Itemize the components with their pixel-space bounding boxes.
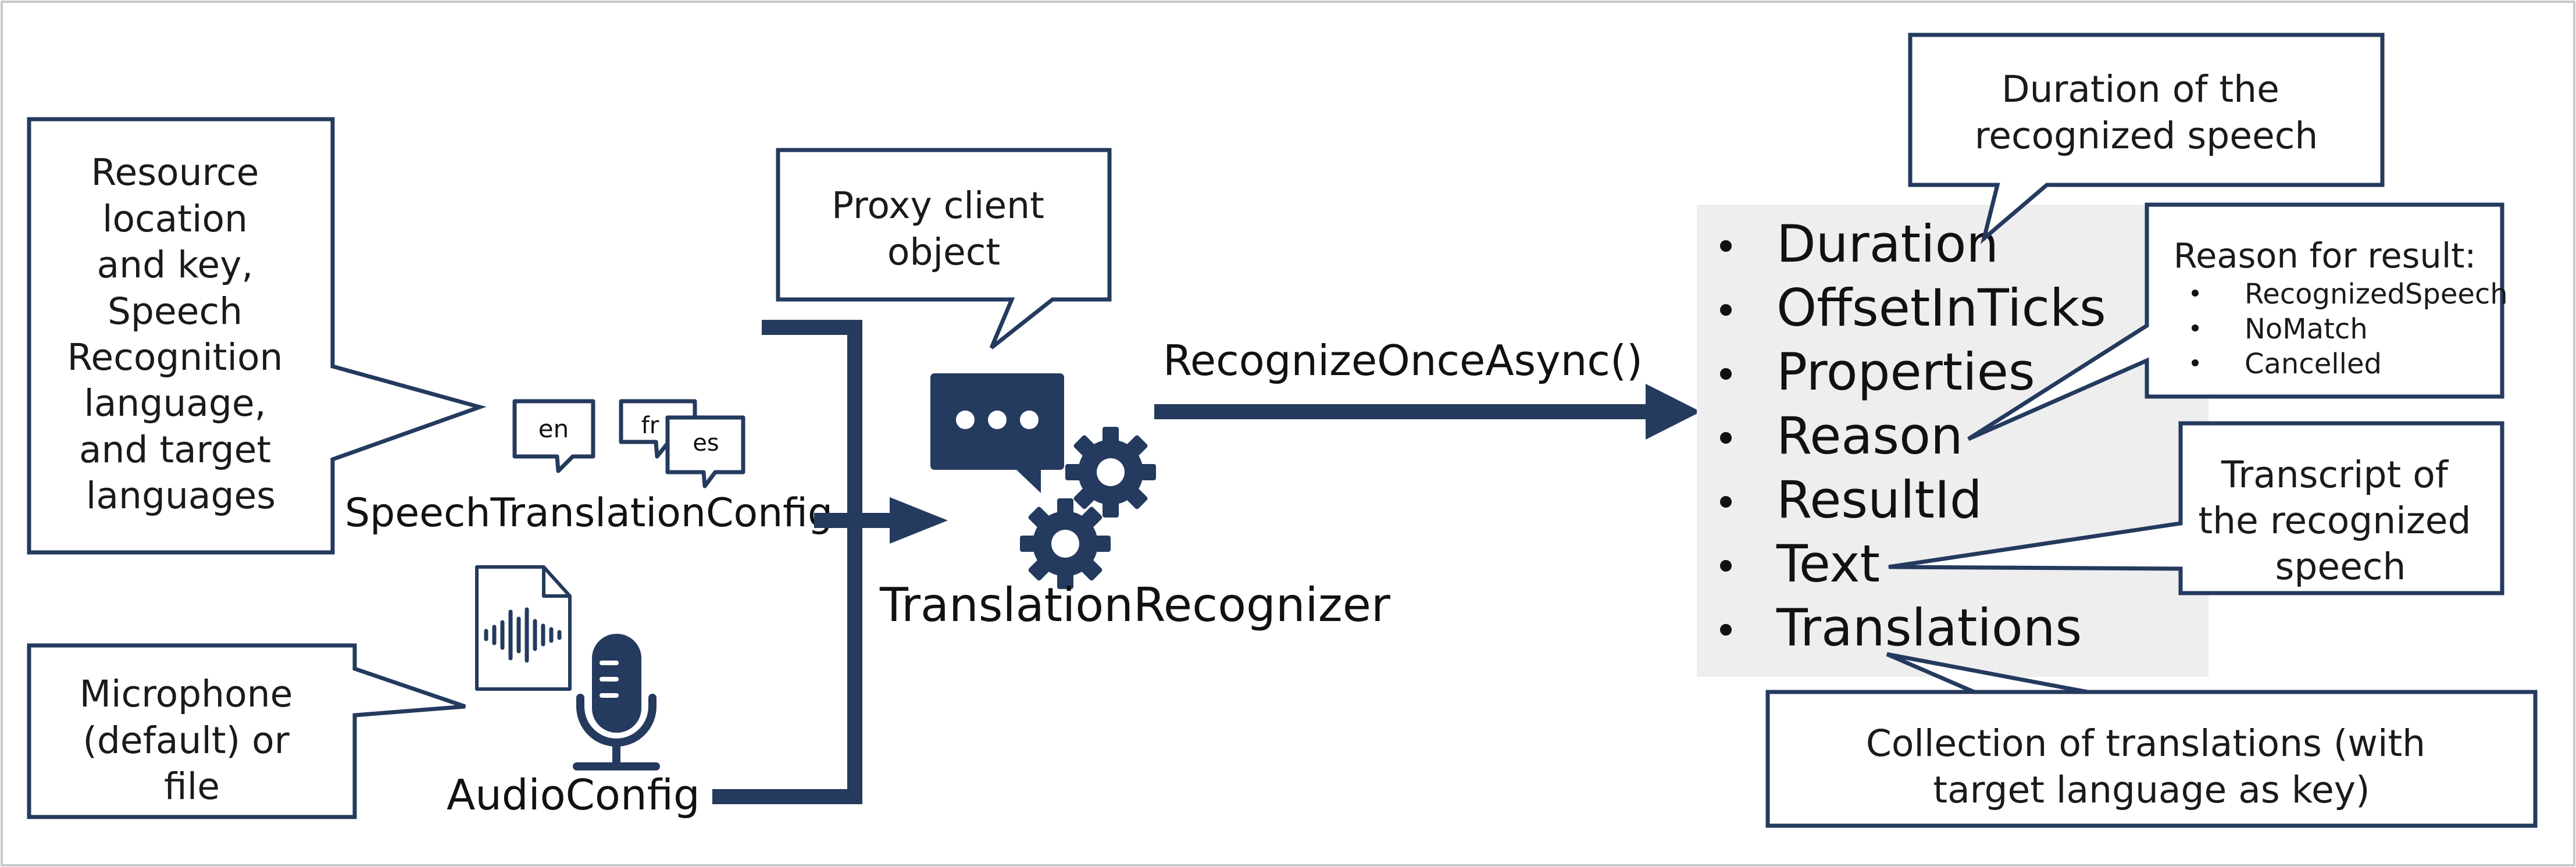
- result-prop-properties: Properties: [1776, 342, 2035, 402]
- config-callout-line: languages: [86, 474, 276, 517]
- config-callout-line: Speech: [108, 290, 242, 333]
- lang-es-label: es: [693, 430, 719, 456]
- speech-bubble-icon: fr es: [619, 399, 745, 488]
- lang-en-label: en: [538, 415, 569, 443]
- audio-callout-line: file: [164, 765, 220, 808]
- svg-text:Duration of the recogniz: Duration of the recognized speech: [1975, 68, 2318, 157]
- reason-callout: Reason for result: RecognizedSpeech NoMa…: [1967, 202, 2508, 441]
- gear-icon: [1020, 498, 1111, 589]
- audio-callout-line: Microphone: [80, 673, 293, 715]
- transcript-callout-line: the recognized: [2198, 499, 2471, 542]
- transcript-callout: Transcript of the recognized speech: [1888, 421, 2504, 595]
- result-prop-resultid: ResultId: [1776, 470, 1982, 530]
- config-callout-line: language,: [84, 382, 266, 424]
- translation-recognizer-label: TranslationRecognizer: [879, 578, 1390, 632]
- microphone-icon: [573, 634, 660, 770]
- gear-icon: [1065, 427, 1156, 518]
- chat-icon: [930, 373, 1064, 493]
- method-arrow-head: [1646, 384, 1701, 440]
- result-bullet: [1720, 624, 1732, 636]
- result-prop-translations: Translations: [1776, 598, 2082, 658]
- reason-bullet: [2192, 324, 2199, 331]
- svg-text:Resource location: Resource location and key, Speech Recogn…: [67, 151, 294, 517]
- svg-text:Proxy client object: Proxy client object: [832, 184, 1056, 273]
- duration-callout: Duration of the recognized speech: [1908, 33, 2385, 244]
- config-callout-line: and target: [79, 429, 271, 471]
- result-prop-reason: Reason: [1776, 406, 1963, 466]
- result-prop-duration: Duration: [1776, 214, 1999, 274]
- result-bullet: [1720, 432, 1732, 444]
- translations-callout: Collection of translations (with target …: [1765, 652, 2538, 828]
- svg-text:Microphone (default) or: Microphone (default) or file: [80, 673, 305, 808]
- config-callout-line: location: [102, 198, 248, 240]
- recognize-once-async-label: RecognizeOnceAsync(): [1163, 336, 1643, 385]
- transcript-callout-line: speech: [2275, 545, 2406, 588]
- reason-bullet: [2192, 290, 2199, 297]
- speech-translation-config-label: SpeechTranslationConfig: [345, 490, 833, 536]
- result-bullet: [1720, 496, 1732, 508]
- result-bullet: [1720, 240, 1732, 252]
- proxy-callout-line: Proxy client: [832, 184, 1044, 227]
- audio-config-label: AudioConfig: [447, 770, 700, 819]
- duration-callout-line: recognized speech: [1975, 115, 2318, 157]
- transcript-callout-line: Transcript of: [2221, 454, 2449, 496]
- result-bullet: [1720, 368, 1732, 380]
- audio-callout-line: (default) or: [83, 719, 289, 762]
- file-audio-icon: [475, 565, 572, 691]
- proxy-callout-line: object: [887, 231, 1000, 273]
- config-callout-line: and key,: [97, 244, 254, 286]
- result-bullet: [1720, 304, 1732, 316]
- result-bullet: [1720, 560, 1732, 572]
- svg-text:Transcript of the recogn: Transcript of the recognized speech: [2198, 454, 2482, 588]
- config-callout: Resource location and key, Speech Recogn…: [27, 117, 487, 555]
- lang-fr-label: fr: [641, 412, 659, 439]
- config-callout-line: Recognition: [67, 336, 283, 379]
- result-panel: [1697, 205, 2208, 677]
- duration-callout-line: Duration of the: [2001, 68, 2279, 110]
- translations-callout-line: target language as key): [1933, 769, 2370, 811]
- result-prop-offset: OffsetInTicks: [1776, 278, 2106, 338]
- input-arrow-head: [890, 497, 948, 544]
- reason-bullet: [2192, 359, 2199, 366]
- reason-item: RecognizedSpeech: [2245, 278, 2508, 311]
- reason-item: NoMatch: [2245, 313, 2368, 345]
- reason-item: Cancelled: [2245, 348, 2382, 380]
- input-bracket: [712, 320, 862, 804]
- config-callout-line: Resource: [91, 151, 259, 194]
- audio-callout: Microphone (default) or file: [27, 643, 466, 819]
- proxy-callout: Proxy client object: [776, 148, 1112, 349]
- translations-callout-line: Collection of translations (with: [1866, 722, 2425, 765]
- svg-text:Collection of translations (wi: Collection of translations (with target …: [1866, 722, 2437, 811]
- result-prop-text: Text: [1776, 534, 1880, 594]
- speech-bubble-icon: en: [512, 399, 595, 473]
- reason-callout-title: Reason for result:: [2174, 236, 2476, 276]
